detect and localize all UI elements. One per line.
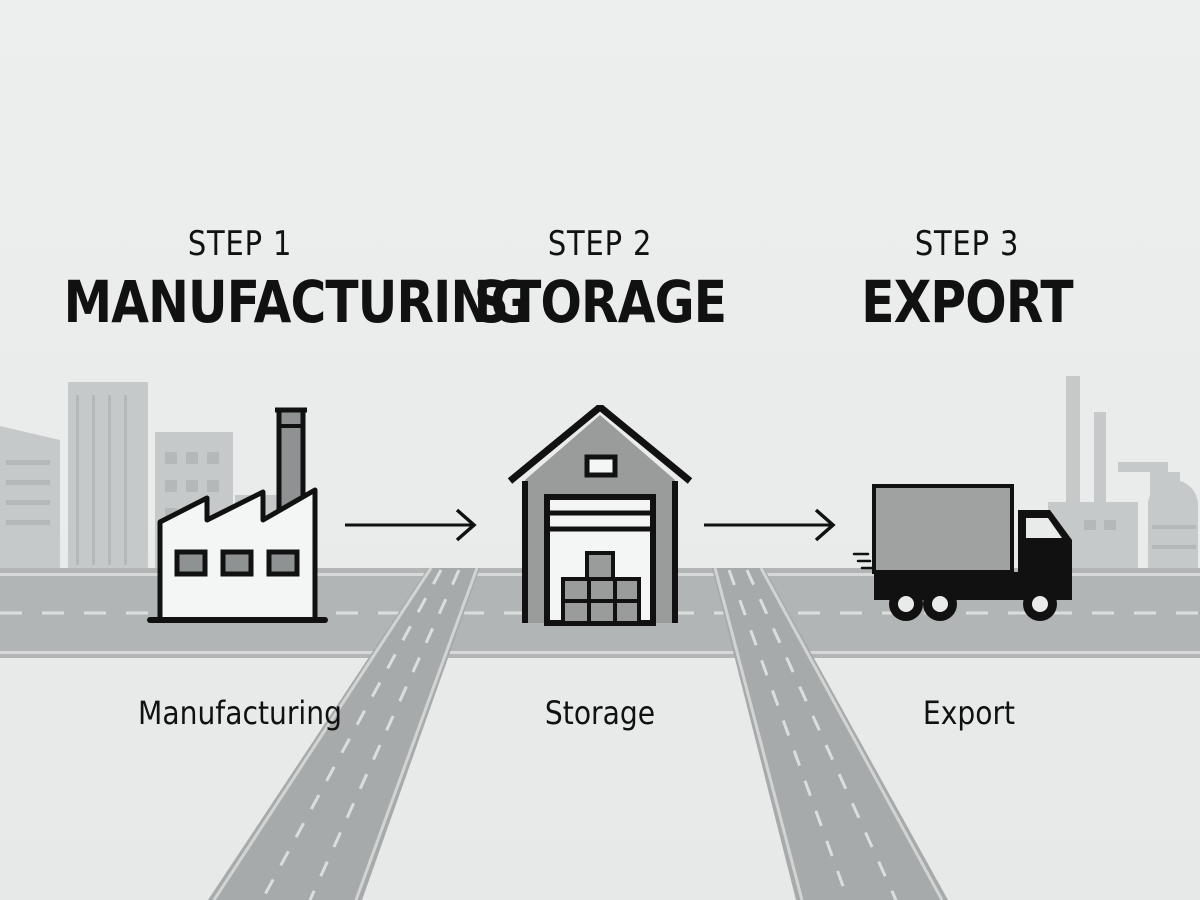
arrow-right-icon [345, 508, 477, 542]
step-3-number: STEP 3 [914, 224, 1020, 264]
step-3-title: EXPORT [861, 268, 1073, 336]
factory-icon [147, 407, 328, 623]
step-2-heading: STEP 2 STORAGE [390, 222, 810, 338]
step-1-title: MANUFACTURING [63, 268, 531, 336]
step-2-number: STEP 2 [547, 224, 653, 264]
diagonal-road-left [208, 567, 480, 900]
warehouse-icon [507, 405, 693, 626]
step-2-caption: Storage [544, 694, 656, 732]
step-3-caption: Export [922, 694, 1016, 732]
step-1-heading: STEP 1 MANUFACTURING [30, 222, 531, 338]
step-2-title: STORAGE [473, 268, 727, 336]
arrow-right-icon [704, 508, 836, 542]
step-1-caption: Manufacturing [138, 694, 342, 732]
diagonal-road-right [712, 567, 948, 900]
truck-icon [852, 484, 1072, 621]
step-3-heading: STEP 3 EXPORT [757, 222, 1177, 338]
step-1-number: STEP 1 [187, 224, 293, 264]
